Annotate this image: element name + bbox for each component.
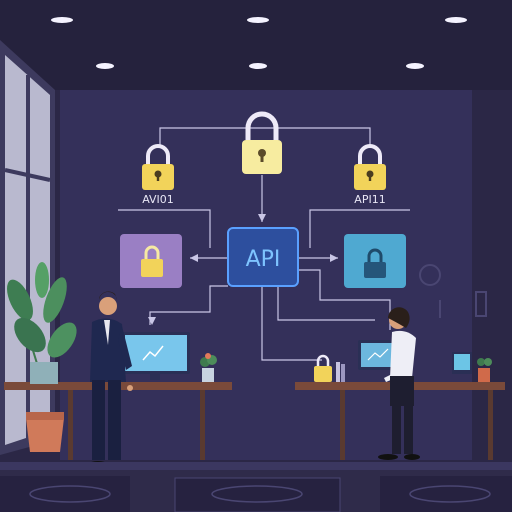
padlock-icon [141,259,163,277]
right-secure-panel [344,234,406,288]
potted-plant-icon [477,358,492,382]
person-woman [378,307,420,460]
padlock-icon [142,144,174,190]
potted-plant-icon [200,353,217,382]
right-lock-label: API11 [354,193,385,206]
potted-plant-icon [7,262,77,452]
window [0,40,55,455]
wall-decor [419,264,487,318]
left-secure-panel [120,234,182,288]
padlock-icon [354,144,386,190]
connector-arrows [148,214,338,325]
padlock-icon [242,111,282,174]
monitor-icon [122,332,190,380]
books [336,362,345,382]
connector-lines [118,127,410,361]
api-hub: API [227,227,299,287]
api-label: API [246,247,281,272]
padlock-icon [314,354,332,382]
monitor-icon [452,352,472,374]
ceiling-lights [51,17,467,69]
ceiling [0,0,512,90]
left-lock-label: AVI01 [142,193,174,206]
padlock-icon [364,262,386,278]
floor [0,462,512,512]
